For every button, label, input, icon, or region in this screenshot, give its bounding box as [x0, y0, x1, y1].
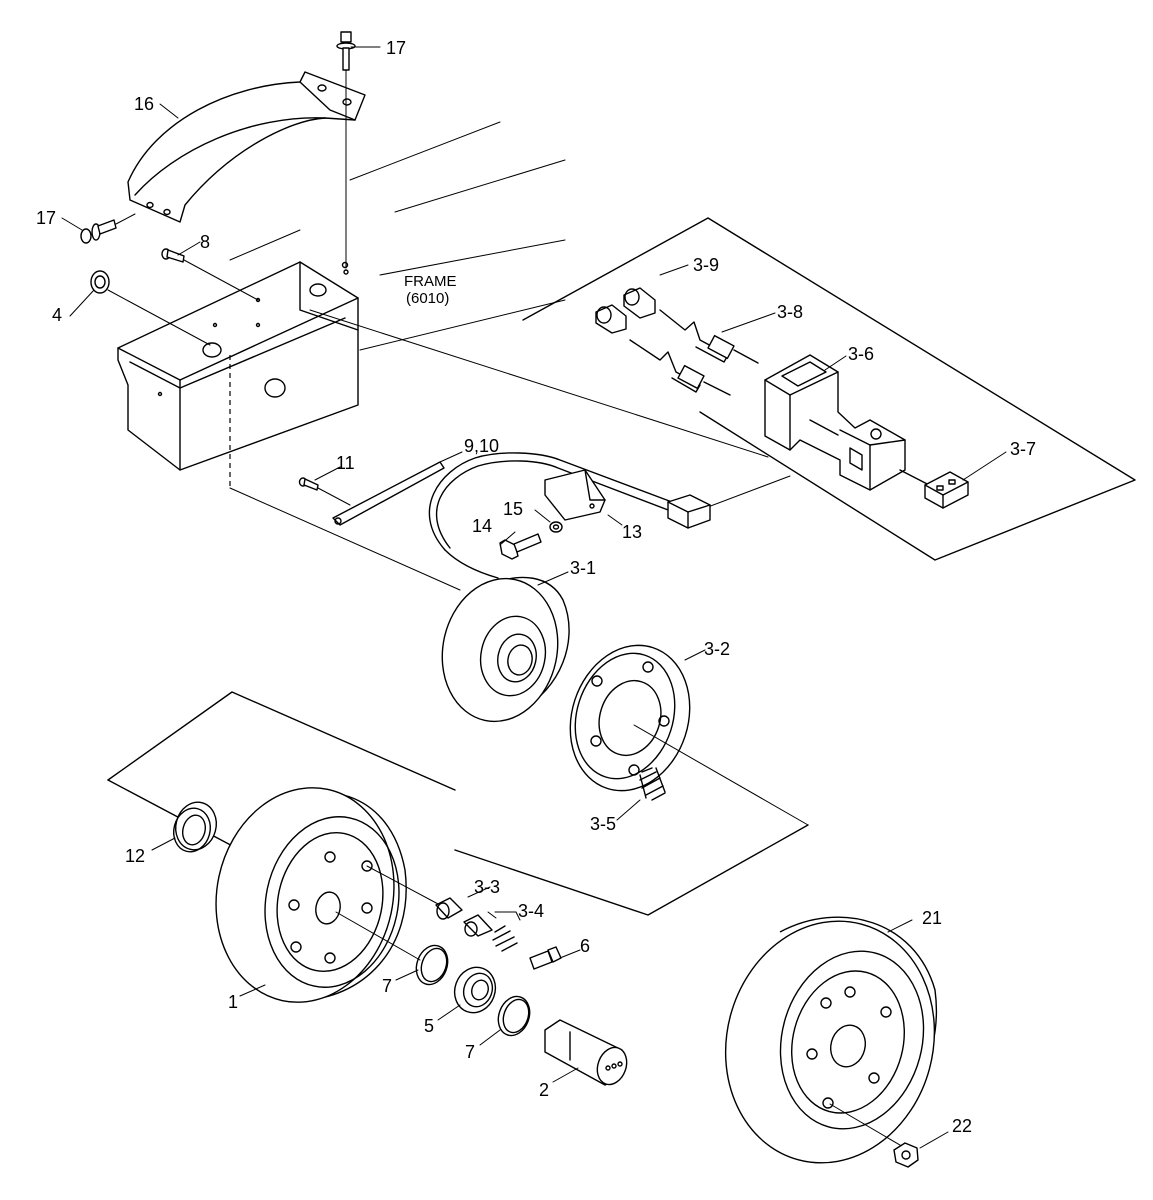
- spring-part-3-5: [639, 767, 666, 801]
- callout-15: 15: [503, 499, 523, 519]
- callout-4: 4: [52, 305, 62, 325]
- callout-16: 16: [134, 94, 154, 114]
- sensor-bracket-part-13: [544, 469, 606, 521]
- callout-14: 14: [472, 516, 492, 536]
- bushing-part-3-3: [435, 897, 463, 920]
- callout-2: 2: [539, 1080, 549, 1100]
- callout-7-lower: 7: [465, 1042, 475, 1062]
- callout-3-9: 3-9: [693, 255, 719, 275]
- seal-part-3-9: [595, 287, 656, 334]
- callout-7-upper: 7: [382, 976, 392, 996]
- callout-1: 1: [228, 992, 238, 1012]
- pin-part-11: [298, 477, 351, 506]
- leader-lines: [61, 46, 1007, 1149]
- brake-drum-part-3-1: [441, 576, 570, 723]
- pin-spring-part-3-4: [463, 914, 518, 952]
- frame-rails: [229, 121, 566, 351]
- callout-13: 13: [622, 522, 642, 542]
- brake-plate-part-3-2: [569, 644, 809, 826]
- nut-part-22: [893, 1142, 919, 1168]
- terminal-part-3-8: [629, 309, 759, 396]
- bolt-part-14: [499, 533, 542, 560]
- lock-part-3-7: [924, 471, 969, 509]
- snap-ring-part-7a: [415, 944, 449, 986]
- callout-8: 8: [200, 232, 210, 252]
- wheel-part-1: [215, 787, 441, 1003]
- screw-part-8: [161, 248, 259, 301]
- callout-3-5: 3-5: [590, 814, 616, 834]
- wheel-part-21: [724, 916, 937, 1164]
- bearing-part-5: [453, 966, 497, 1014]
- axle-part-2: [544, 1019, 628, 1086]
- callout-11: 11: [336, 453, 355, 473]
- callout-5: 5: [424, 1016, 434, 1036]
- connector-detail-box: [522, 217, 1136, 561]
- frame-label: FRAME: [404, 273, 457, 290]
- callout-21: 21: [922, 908, 942, 928]
- washer-part-15: [549, 521, 563, 533]
- bolt-part-6: [529, 946, 562, 970]
- snap-ring-part-7b: [497, 995, 531, 1037]
- bolt-part-17-top: [336, 31, 356, 275]
- fender-part-16: [127, 71, 366, 223]
- axle-leader-line: [229, 487, 461, 591]
- brake-rod-part-9-10: [332, 461, 445, 526]
- connector-housing-part-3-6: [764, 354, 936, 491]
- frame-code: (6010): [406, 290, 449, 307]
- callout-3-6: 3-6: [848, 344, 874, 364]
- seal-part-12: [173, 801, 217, 853]
- callout-3-2: 3-2: [704, 639, 730, 659]
- connector-leader-line: [309, 309, 769, 458]
- callout-12: 12: [125, 846, 145, 866]
- callout-3-8: 3-8: [777, 302, 803, 322]
- callout-17-top: 17: [386, 38, 406, 58]
- wheel-assembly-box: [107, 691, 809, 916]
- cable-plug: [667, 494, 711, 529]
- callout-9-10: 9,10: [464, 436, 499, 456]
- washer-bolt-part-4: [90, 270, 211, 346]
- callout-3-4: 3-4: [518, 901, 544, 921]
- callout-17-left: 17: [36, 208, 56, 228]
- callout-22: 22: [952, 1116, 972, 1136]
- callout-3-3: 3-3: [474, 877, 500, 897]
- callout-3-7: 3-7: [1010, 439, 1036, 459]
- callout-6: 6: [580, 936, 590, 956]
- callout-3-1: 3-1: [570, 558, 596, 578]
- bolt-part-17-left: [80, 213, 136, 244]
- cable-harness: [428, 452, 681, 579]
- frame-bracket: [117, 261, 359, 471]
